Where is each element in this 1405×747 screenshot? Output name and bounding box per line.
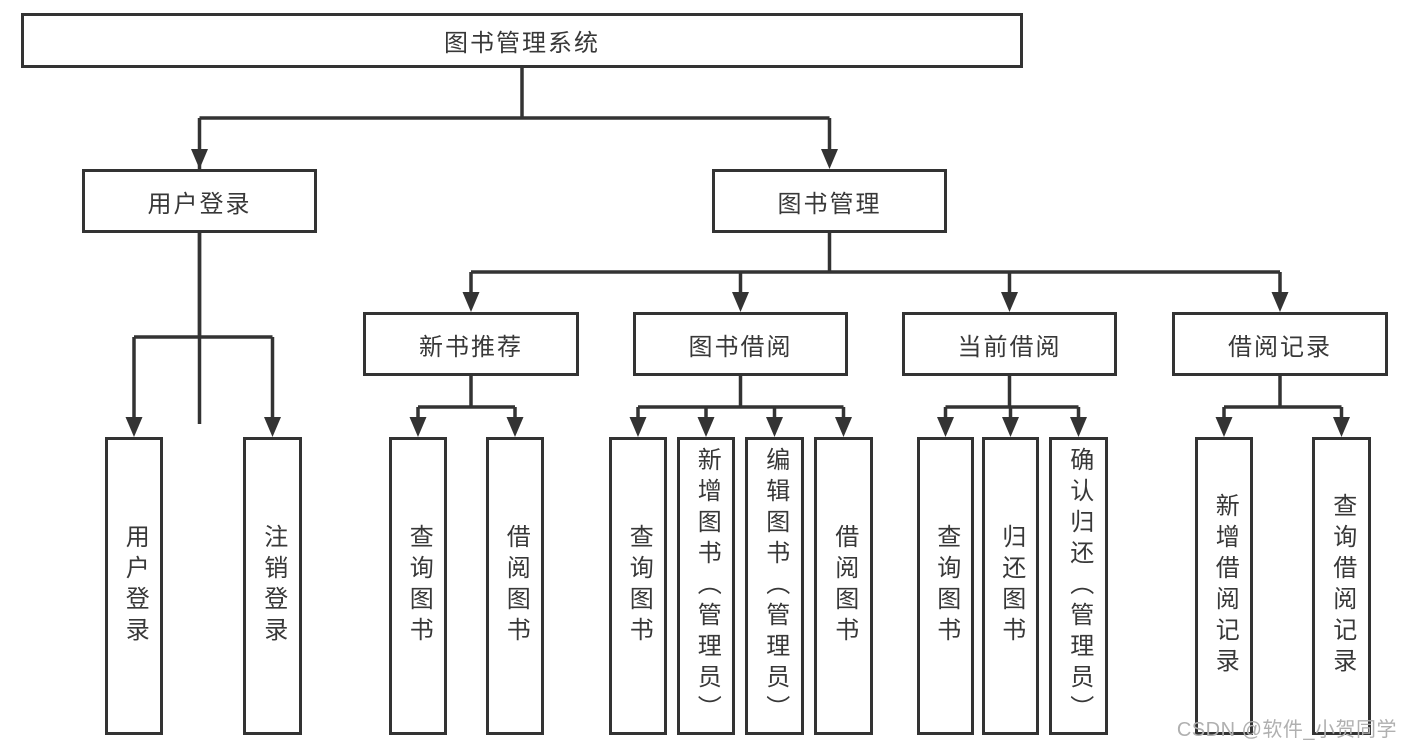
arrow-down-icon — [1001, 292, 1018, 312]
leaf-query-borrow-record: 查询借阅记录 — [1312, 437, 1371, 735]
arrow-down-icon — [1070, 417, 1087, 437]
connector-new-book-to-leaves — [416, 376, 517, 424]
leaf-label: 借阅图书 — [830, 524, 858, 648]
arrow-down-icon — [766, 417, 783, 437]
leaf-label: 编辑图书（管理员） — [761, 446, 789, 726]
leaf-label: 查询图书 — [405, 524, 433, 648]
leaf-edit-books-admin: 编辑图书（管理员） — [745, 437, 804, 735]
arrow-down-icon — [191, 149, 208, 169]
node-book-management: 图书管理 — [712, 169, 947, 233]
leaf-label: 新增图书（管理员） — [693, 446, 721, 726]
connector-current-borrowing-to-leaves — [943, 376, 1081, 424]
node-label: 新书推荐 — [419, 333, 523, 361]
arrow-down-icon — [506, 417, 524, 437]
arrow-down-icon — [1333, 417, 1350, 437]
node-borrowing-records: 借阅记录 — [1172, 312, 1388, 376]
leaf-query-books-current: 查询图书 — [917, 437, 974, 735]
leaf-query-books-recommendation: 查询图书 — [389, 437, 447, 735]
node-root: 图书管理系统 — [21, 13, 1023, 68]
arrow-down-icon — [1215, 417, 1233, 437]
arrow-down-icon — [937, 417, 954, 437]
leaf-borrow-books-borrowing: 借阅图书 — [814, 437, 873, 735]
connector-borrow-records-to-leaves — [1222, 376, 1344, 424]
node-user-login: 用户登录 — [82, 169, 317, 233]
arrow-down-icon — [629, 417, 647, 437]
leaf-borrow-books-recommendation: 借阅图书 — [486, 437, 544, 735]
connector-book-management-to-level3 — [469, 233, 1282, 300]
node-book-borrowing: 图书借阅 — [633, 312, 848, 376]
arrow-down-icon — [821, 149, 838, 169]
connector-root-to-level2 — [197, 68, 832, 424]
node-label: 借阅记录 — [1228, 333, 1332, 361]
leaf-label: 借阅图书 — [502, 524, 530, 648]
node-label: 用户登录 — [147, 190, 252, 218]
leaf-label: 查询图书 — [932, 524, 960, 648]
leaf-label: 查询借阅记录 — [1328, 493, 1356, 679]
leaf-add-borrow-record: 新增借阅记录 — [1195, 437, 1253, 735]
leaf-label: 新增借阅记录 — [1211, 493, 1239, 679]
leaf-label: 查询图书 — [625, 524, 653, 648]
leaf-label: 归还图书 — [997, 524, 1025, 648]
node-new-book-recommendation: 新书推荐 — [363, 312, 579, 376]
leaf-logout: 注销登录 — [243, 437, 302, 735]
node-label: 图书管理系统 — [444, 30, 600, 57]
arrow-down-icon — [264, 417, 281, 437]
node-label: 图书管理 — [777, 190, 882, 218]
leaf-return-books: 归还图书 — [982, 437, 1039, 735]
arrow-down-icon — [732, 292, 749, 312]
arrow-down-icon — [835, 417, 852, 437]
connector-user-login-to-leaves — [132, 233, 275, 424]
arrow-down-icon — [125, 417, 143, 437]
csdn-watermark: CSDN @软件_小贺同学 — [1176, 719, 1397, 741]
arrow-down-icon — [462, 292, 480, 312]
leaf-user-login: 用户登录 — [105, 437, 163, 735]
leaf-query-books-borrowing: 查询图书 — [609, 437, 667, 735]
leaf-confirm-return-admin: 确认归还（管理员） — [1049, 437, 1108, 735]
arrow-down-icon — [1271, 292, 1289, 312]
arrow-down-icon — [409, 417, 427, 437]
connector-book-borrowing-to-leaves — [636, 376, 846, 424]
arrow-down-icon — [1002, 417, 1019, 437]
node-label: 当前借阅 — [957, 333, 1062, 361]
node-label: 图书借阅 — [688, 333, 793, 361]
leaf-add-books-admin: 新增图书（管理员） — [677, 437, 735, 735]
leaf-label: 注销登录 — [259, 524, 287, 648]
arrow-down-icon — [697, 417, 715, 437]
leaf-label: 用户登录 — [121, 524, 149, 648]
node-current-borrowing: 当前借阅 — [902, 312, 1117, 376]
leaf-label: 确认归还（管理员） — [1065, 446, 1093, 726]
